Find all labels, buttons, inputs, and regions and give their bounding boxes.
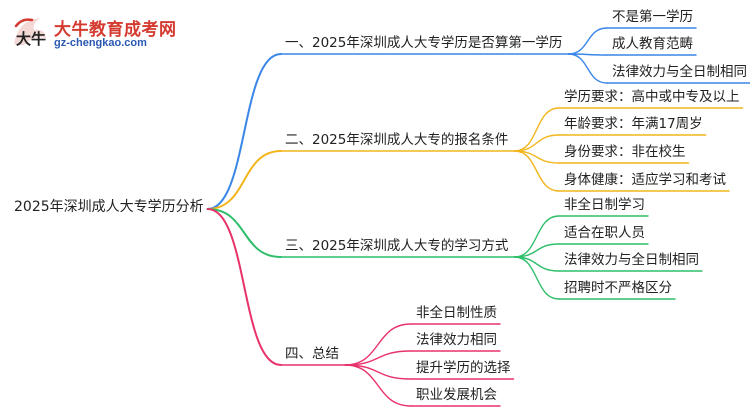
root-to-branch-4-link [206, 208, 282, 366]
site-logo[interactable]: 大牛 大牛教育成考网 gz-chengkao.com [10, 14, 176, 54]
branch-4-item-1[interactable]: 非全日制性质 [416, 305, 497, 321]
root-topic[interactable]: 2025年深圳成人大专学历分析 [14, 199, 204, 215]
branch-3-item-2[interactable]: 适合在职人员 [564, 225, 645, 241]
logo-url: gz-chengkao.com [54, 37, 147, 49]
root-to-branch-2-link [206, 150, 282, 210]
branch-1-item-3[interactable]: 法律效力与全日制相同 [612, 64, 747, 80]
logo-title: 大牛教育成考网 [54, 20, 177, 40]
branch-2-item-4[interactable]: 身体健康：适应学习和考试 [564, 172, 726, 188]
branch-3-item-1-link [513, 215, 560, 258]
branch-4-item-1-link [344, 323, 412, 366]
branch-1-item-2[interactable]: 成人教育范畴 [612, 36, 693, 52]
university-bull-logo-icon: 大牛 [14, 18, 46, 48]
branch-4-item-3[interactable]: 提升学历的选择 [416, 360, 511, 376]
branch-3-item-1[interactable]: 非全日制学习 [564, 197, 645, 213]
branch-3-item-4-link [513, 256, 560, 300]
svg-text:大牛: 大牛 [16, 30, 46, 48]
branch-4-item-4[interactable]: 职业发展机会 [416, 387, 497, 403]
root-to-branch-3-link [206, 208, 282, 258]
branch-4-item-2-link [344, 350, 412, 366]
branch-3-item-3[interactable]: 法律效力与全日制相同 [564, 252, 699, 268]
branch-1-item-1-link [567, 27, 608, 55]
branch-2-item-2[interactable]: 年龄要求：年满17周岁 [564, 116, 703, 132]
branch-1-item-3-link [567, 53, 608, 84]
branch-2-item-1-link [513, 107, 560, 152]
branch-4-item-3-link [344, 364, 412, 380]
branch-1-item-1[interactable]: 不是第一学历 [612, 9, 693, 25]
branch-4-item-2[interactable]: 法律效力相同 [416, 332, 497, 348]
branch-2-item-1[interactable]: 学历要求：高中或中专及以上 [564, 89, 740, 105]
branch-4-topic[interactable]: 四、总结 [285, 346, 339, 362]
branch-2-topic[interactable]: 二、2025年深圳成人大专的报名条件 [285, 132, 509, 148]
root-to-branch-1-link [206, 53, 282, 210]
branch-2-item-4-link [513, 150, 560, 192]
branch-3-item-3-link [513, 256, 560, 272]
branch-2-item-3[interactable]: 身份要求：非在校生 [564, 144, 686, 160]
branch-2-item-2-link [513, 134, 560, 152]
branch-4-item-4-link [344, 364, 412, 407]
branch-3-topic[interactable]: 三、2025年深圳成人大专的学习方式 [285, 238, 509, 254]
branch-3-item-4[interactable]: 招聘时不严格区分 [564, 280, 672, 296]
branch-1-topic[interactable]: 一、2025年深圳成人大专学历是否算第一学历 [285, 35, 563, 51]
